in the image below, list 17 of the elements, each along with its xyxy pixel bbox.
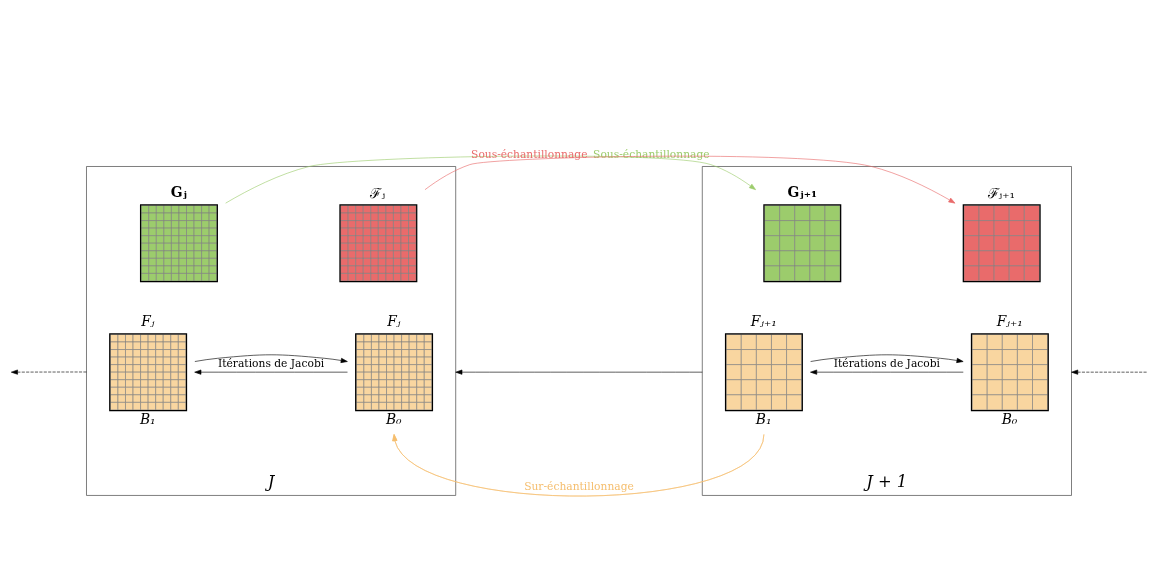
node-label: B₁ [755, 410, 772, 427]
node-label: B₀ [1001, 410, 1018, 427]
node-label: Gⱼ [170, 183, 187, 200]
edge-label: Sous-échantillonnage [471, 147, 588, 161]
edge-label: Sur-échantillonnage [524, 479, 634, 493]
edge-label: Itérations de Jacobi [833, 356, 940, 370]
edge-label: Sous-échantillonnage [593, 147, 710, 161]
node-label: Gⱼ₊₁ [787, 183, 818, 200]
node-label: B₁ [139, 410, 156, 427]
node-label: ℱⱼ [370, 184, 386, 201]
edge-label: Itérations de Jacobi [218, 356, 325, 370]
node-label: ℱⱼ₊₁ [987, 184, 1016, 201]
node-label: Fⱼ [387, 312, 401, 329]
node-label: Fⱼ₊₁ [750, 312, 777, 329]
node-label: Fⱼ₊₁ [996, 312, 1023, 329]
node-label: Fⱼ [141, 312, 155, 329]
node-label: B₀ [385, 410, 402, 427]
